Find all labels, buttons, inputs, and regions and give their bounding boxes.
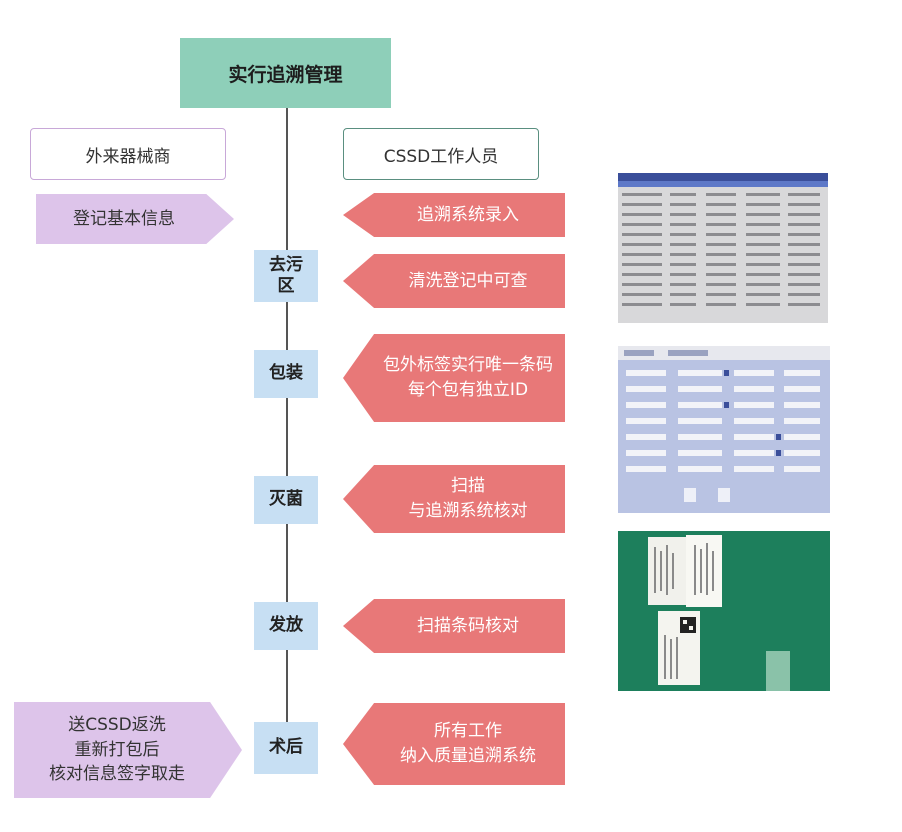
cssd-action-barcode-label: 包外标签实行唯一条码 每个包有独立ID [343,334,565,422]
supplier-header: 外来器械商 [30,128,226,180]
step-packaging: 包装 [254,350,318,398]
step-label-line: 包装 [269,363,303,384]
flow-line [286,108,288,748]
step-sterilization: 灭菌 [254,476,318,524]
supplier-action-line: 重新打包后 [74,739,160,760]
supplier-action-line: 核对信息签字取走 [49,764,185,785]
cssd-action-line: 与追溯系统核对 [408,501,528,521]
cssd-action-system-entry: 追溯系统录入 [343,193,565,237]
cssd-action-line: 包外标签实行唯一条码 [383,355,553,376]
step-label-line: 灭菌 [269,489,303,510]
supplier-action-return: 送CSSD返洗 重新打包后 核对信息签字取走 [14,702,242,798]
photo-system-list-graphic [618,173,828,323]
cssd-action-line: 纳入质量追溯系统 [400,746,536,766]
step-distribution: 发放 [254,602,318,650]
cssd-action-line: 扫描 [451,476,485,497]
photo-system-form-graphic [618,346,830,513]
step-label-line: 发放 [269,615,303,636]
cssd-action-line: 清洗登记中可查 [408,270,528,291]
step-label-line: 区 [277,276,295,296]
cssd-action-line: 扫描条码核对 [417,615,519,636]
supplier-action-register: 登记基本信息 [36,194,234,244]
step-decontamination: 去污 区 [254,250,318,302]
diagram-title: 实行追溯管理 [180,38,391,108]
step-label-line: 去污 [269,254,303,275]
cssd-action-barcode-check: 扫描条码核对 [343,599,565,653]
cssd-action-line: 每个包有独立ID [407,380,529,400]
photo-barcode-labels [618,531,830,691]
photo-barcode-labels-graphic [618,531,830,691]
cssd-action-cleaning-record: 清洗登记中可查 [343,254,565,308]
step-label-line: 术后 [269,737,303,758]
cssd-action-scan-verify: 扫描 与追溯系统核对 [343,465,565,533]
cssd-action-quality-tracing: 所有工作 纳入质量追溯系统 [343,703,565,785]
cssd-header: CSSD工作人员 [343,128,539,180]
photo-system-form [618,346,830,513]
supplier-action-line: 登记基本信息 [73,208,175,229]
step-post-surgery: 术后 [254,722,318,774]
cssd-action-line: 所有工作 [434,721,502,742]
cssd-action-line: 追溯系统录入 [417,204,519,225]
supplier-action-line: 送CSSD返洗 [68,715,166,736]
photo-system-list [618,173,828,323]
